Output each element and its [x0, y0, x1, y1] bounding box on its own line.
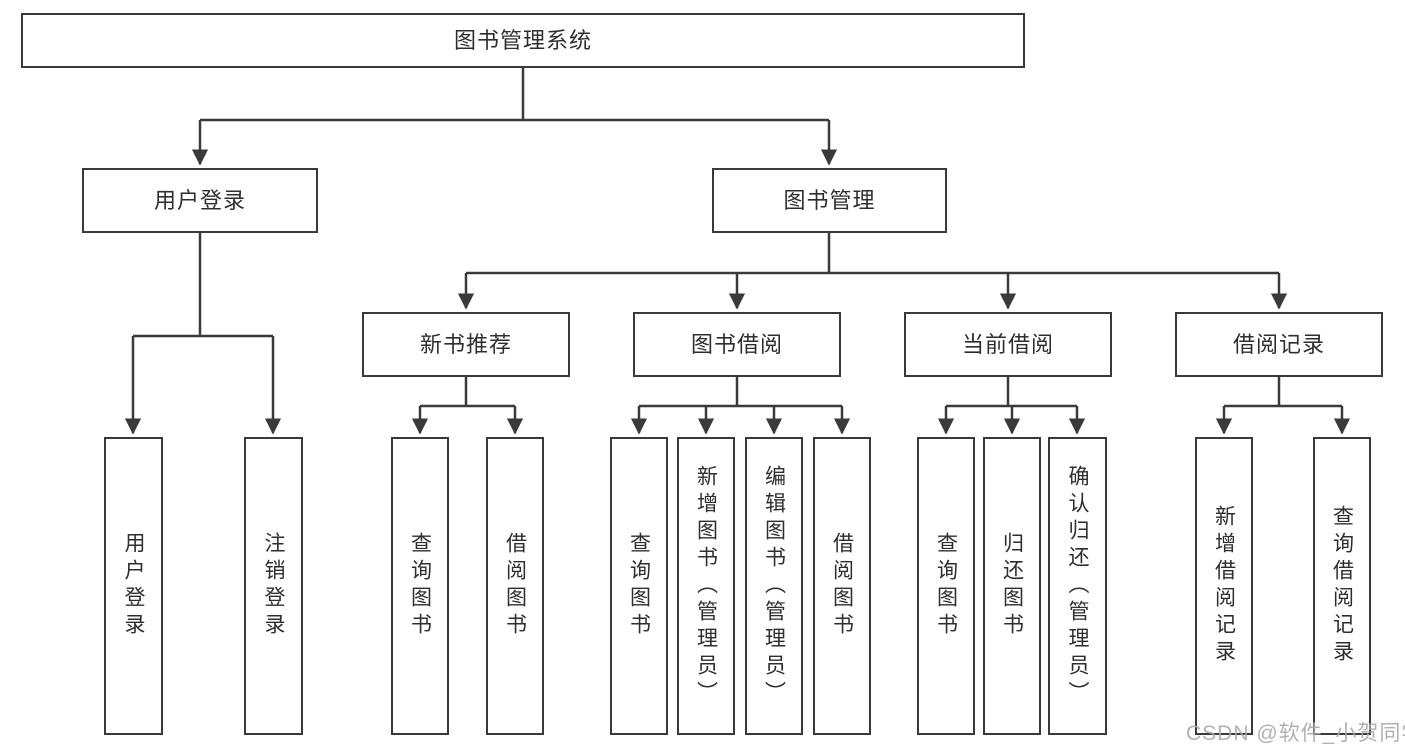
- leaf-label: 查询图书: [408, 532, 432, 640]
- node-book-borrow: 图书借阅: [633, 312, 841, 377]
- leaf-label: 查询图书: [627, 532, 651, 640]
- leaf-label: 编辑图书（管理员）: [762, 464, 786, 708]
- leaf-query-book-2: 查询图书: [610, 437, 668, 735]
- node-label: 新书推荐: [419, 331, 512, 357]
- leaf-borrow-book-2: 借阅图书: [813, 437, 871, 735]
- leaf-label: 借阅图书: [830, 532, 854, 640]
- leaf-label: 确认归还（管理员）: [1066, 464, 1089, 708]
- leaf-logout: 注销登录: [244, 437, 303, 735]
- connector-borrow-record-trunk: [1224, 377, 1342, 408]
- connector-book-management-trunk: [466, 233, 1279, 275]
- node-borrow-record: 借阅记录: [1175, 312, 1383, 377]
- connector-new-book-trunk: [420, 377, 515, 408]
- node-library-management-system: 图书管理系统: [21, 13, 1025, 68]
- connector-book-borrow-trunk: [639, 377, 842, 408]
- leaf-label: 新增借阅记录: [1212, 505, 1236, 667]
- node-label: 借阅记录: [1232, 331, 1325, 357]
- leaf-add-borrow-record: 新增借阅记录: [1195, 437, 1253, 735]
- leaf-user-login: 用户登录: [104, 437, 163, 735]
- node-user-login: 用户登录: [82, 168, 318, 233]
- leaf-query-borrow-record: 查询借阅记录: [1313, 437, 1371, 735]
- leaf-borrow-book-1: 借阅图书: [486, 437, 544, 735]
- node-new-book-recommend: 新书推荐: [362, 312, 570, 377]
- leaf-confirm-return-admin: 确认归还（管理员）: [1048, 437, 1107, 735]
- leaf-query-book-3: 查询图书: [917, 437, 975, 735]
- node-label: 用户登录: [153, 187, 246, 213]
- leaf-label: 查询图书: [934, 532, 958, 640]
- node-label: 当前借阅: [961, 331, 1054, 357]
- node-label: 图书管理系统: [453, 27, 592, 53]
- connector-root-trunk: [200, 68, 829, 122]
- leaf-label: 查询借阅记录: [1330, 505, 1354, 667]
- leaf-label: 新增图书（管理员）: [694, 464, 718, 708]
- leaf-return-book: 归还图书: [983, 437, 1041, 735]
- node-current-borrow: 当前借阅: [904, 312, 1112, 377]
- leaf-label: 用户登录: [122, 532, 145, 640]
- leaf-label: 借阅图书: [503, 532, 527, 640]
- leaf-label: 归还图书: [1000, 532, 1024, 640]
- leaf-add-book-admin: 新增图书（管理员）: [677, 437, 735, 735]
- csdn-watermark: CSDN @软件_小贺同学: [1186, 722, 1405, 745]
- leaf-edit-book-admin: 编辑图书（管理员）: [745, 437, 803, 735]
- node-book-management: 图书管理: [712, 168, 947, 233]
- leaf-query-book-1: 查询图书: [391, 437, 449, 735]
- node-label: 图书借阅: [690, 331, 783, 357]
- leaf-label: 注销登录: [262, 532, 285, 640]
- connector-user-login-trunk: [133, 233, 273, 338]
- connector-current-borrow-trunk: [946, 377, 1077, 408]
- node-label: 图书管理: [783, 187, 876, 213]
